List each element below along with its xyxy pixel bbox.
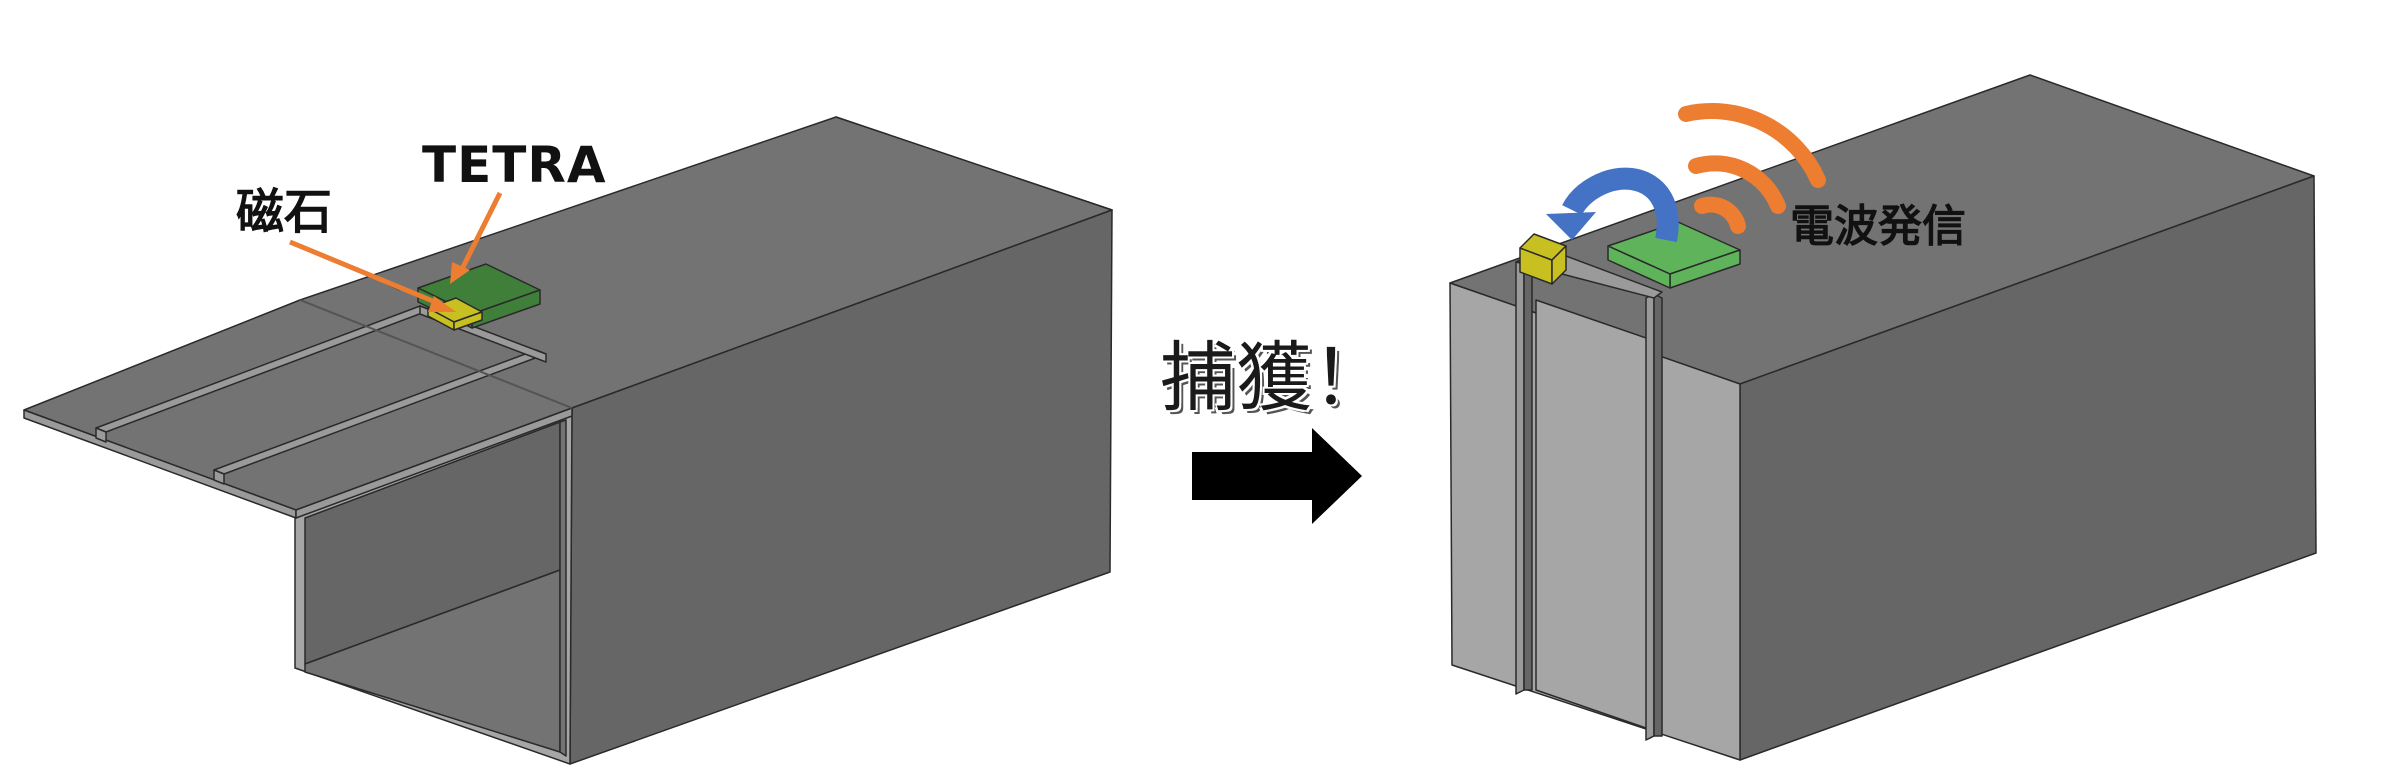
right-arrow-icon (1192, 428, 1362, 524)
closed-door-panel (1535, 299, 1653, 731)
closed-rail-left-side (1523, 257, 1533, 691)
trap-flap-edge-right (295, 407, 573, 519)
magnet-side (453, 311, 483, 331)
closed-rail-right (1645, 293, 1655, 741)
closed-rail-left (1515, 257, 1525, 695)
pointer-arrow-tetra (450, 191, 503, 284)
released-tetra-front (1607, 245, 1671, 289)
tetra-label: TETRA (422, 136, 607, 194)
open-trap (23, 116, 1113, 765)
pointer-arrow-magnet (289, 239, 456, 312)
trap-rail-leg-left (95, 427, 107, 443)
radio-signal-label: 電波発信 (1790, 201, 1966, 252)
radio-waves-icon (1678, 103, 1826, 234)
trap-seam-1 (299, 299, 573, 409)
closed-rail-right-side (1653, 293, 1663, 737)
closed-magnet-side (1551, 245, 1567, 285)
closed-trap (1449, 74, 2317, 761)
trap-opening-inner-wall (559, 419, 567, 757)
curved-arrow-icon (1546, 167, 1679, 243)
magnet-label: 磁石 (236, 184, 333, 240)
capture-label: 捕獲！ (1160, 333, 1388, 422)
trap-rail-leg-right (213, 469, 225, 485)
